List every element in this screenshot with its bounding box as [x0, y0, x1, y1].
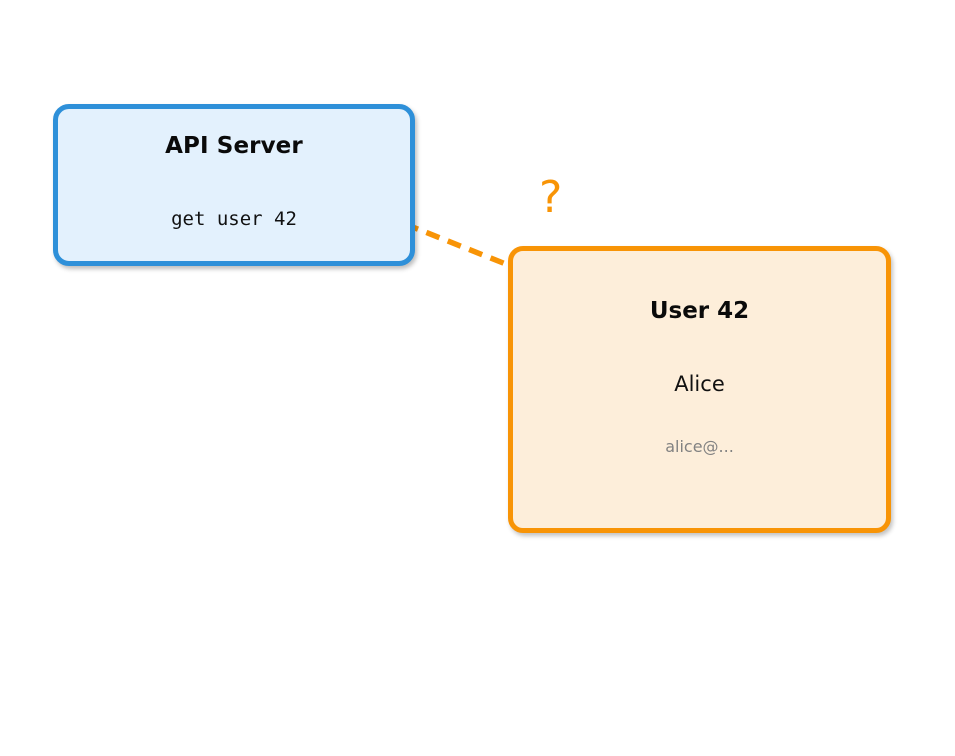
- node-api-server[interactable]: API Server get user 42: [53, 104, 415, 266]
- edge-label-question: ?: [539, 172, 563, 223]
- node-user-42-title: User 42: [649, 298, 750, 324]
- node-user-42-name: Alice: [674, 372, 725, 396]
- node-api-server-title: API Server: [165, 133, 303, 159]
- node-user-42-email: alice@...: [665, 437, 734, 456]
- node-api-server-code: get user 42: [171, 208, 297, 230]
- node-user-42[interactable]: User 42 Alice alice@...: [508, 246, 891, 533]
